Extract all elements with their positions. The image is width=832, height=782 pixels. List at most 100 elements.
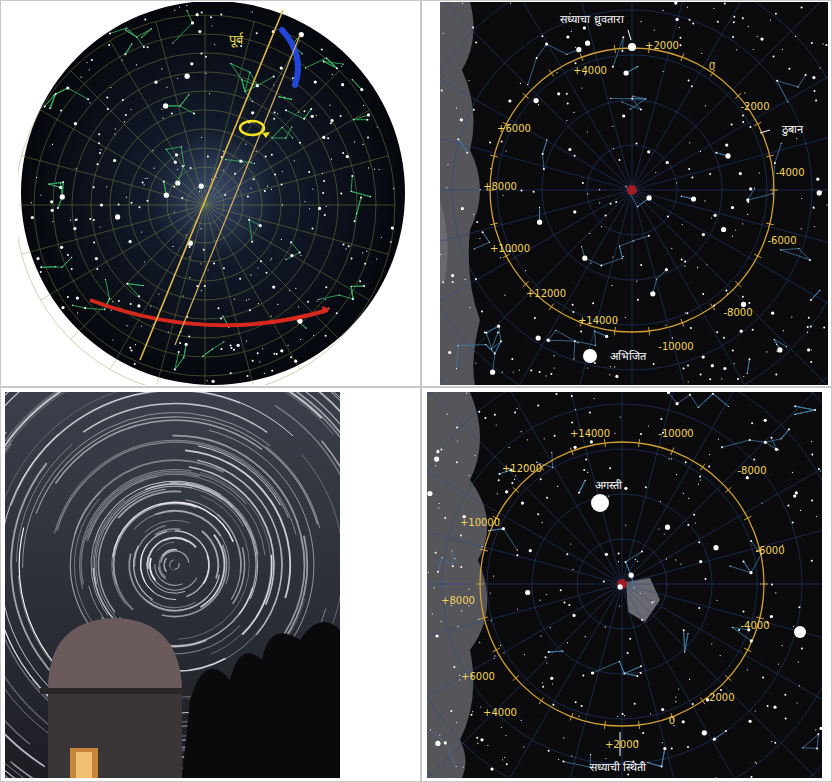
star	[475, 278, 477, 280]
star	[501, 727, 502, 728]
star	[622, 713, 624, 715]
star	[654, 601, 655, 602]
star	[695, 522, 696, 523]
star	[792, 472, 793, 473]
star	[496, 424, 497, 425]
star-trail	[157, 542, 175, 551]
star	[468, 80, 469, 81]
star-trail	[155, 529, 181, 535]
star	[173, 186, 175, 188]
star	[741, 302, 746, 307]
star	[742, 115, 744, 117]
star	[314, 80, 317, 83]
star	[548, 651, 550, 653]
star	[631, 98, 633, 100]
star	[770, 615, 773, 618]
star	[31, 202, 32, 203]
star	[111, 310, 112, 311]
star	[341, 83, 344, 86]
star	[367, 137, 369, 139]
star	[129, 347, 131, 349]
star	[676, 402, 679, 405]
star	[456, 766, 457, 767]
star	[747, 669, 748, 670]
star-trail	[148, 538, 196, 569]
star	[502, 759, 503, 760]
star	[739, 172, 742, 175]
star	[702, 356, 705, 359]
star	[813, 207, 815, 209]
star	[248, 219, 250, 221]
year-label: +2000	[605, 739, 639, 750]
star	[174, 369, 176, 371]
star	[782, 49, 783, 50]
constellation-line	[226, 160, 255, 164]
star	[817, 733, 819, 735]
star-name: अगस्ती	[595, 480, 622, 492]
star	[444, 517, 446, 519]
star	[780, 249, 781, 250]
star	[675, 697, 676, 698]
star	[474, 248, 475, 249]
star	[278, 96, 279, 97]
north-precession-map	[440, 2, 828, 385]
star	[282, 171, 283, 172]
star	[582, 182, 584, 184]
constellation-line	[231, 64, 250, 80]
star	[126, 28, 127, 29]
star	[621, 50, 623, 52]
constellation-line	[41, 257, 71, 267]
star	[636, 142, 638, 144]
star	[690, 327, 692, 329]
star	[230, 63, 231, 64]
star	[679, 27, 680, 28]
star	[282, 127, 283, 128]
star	[249, 72, 250, 73]
constellation-line	[575, 331, 607, 345]
constellation-lines	[457, 37, 820, 373]
star	[208, 269, 209, 270]
star	[506, 150, 507, 151]
star	[308, 171, 310, 173]
star-trail	[88, 474, 266, 555]
star	[505, 735, 506, 736]
star	[352, 79, 353, 80]
year-label: -6000	[767, 235, 796, 246]
star	[259, 361, 260, 362]
star	[647, 150, 650, 153]
star	[50, 200, 53, 203]
star	[291, 99, 292, 100]
star	[282, 204, 283, 205]
star	[705, 105, 706, 106]
star	[174, 161, 177, 164]
star	[125, 114, 127, 116]
star	[557, 92, 560, 95]
tick	[490, 155, 498, 157]
star	[624, 487, 627, 490]
star	[363, 105, 364, 106]
star	[709, 454, 710, 455]
star	[776, 80, 778, 82]
star	[330, 122, 332, 124]
star	[815, 100, 817, 102]
star	[610, 203, 612, 205]
star	[115, 128, 116, 129]
star	[640, 433, 642, 435]
star	[498, 479, 500, 481]
star	[67, 296, 69, 298]
star	[732, 236, 733, 237]
star	[667, 392, 670, 394]
grid-line	[110, 41, 205, 206]
star	[732, 36, 734, 38]
star	[272, 286, 275, 289]
star	[671, 748, 673, 750]
star	[222, 316, 223, 317]
star	[563, 737, 564, 738]
grid-line	[156, 205, 205, 385]
star	[666, 558, 667, 559]
constellation-line	[626, 552, 643, 576]
star	[751, 776, 753, 778]
star	[702, 730, 707, 735]
coordinate-grid	[440, 2, 828, 385]
star	[573, 358, 574, 359]
